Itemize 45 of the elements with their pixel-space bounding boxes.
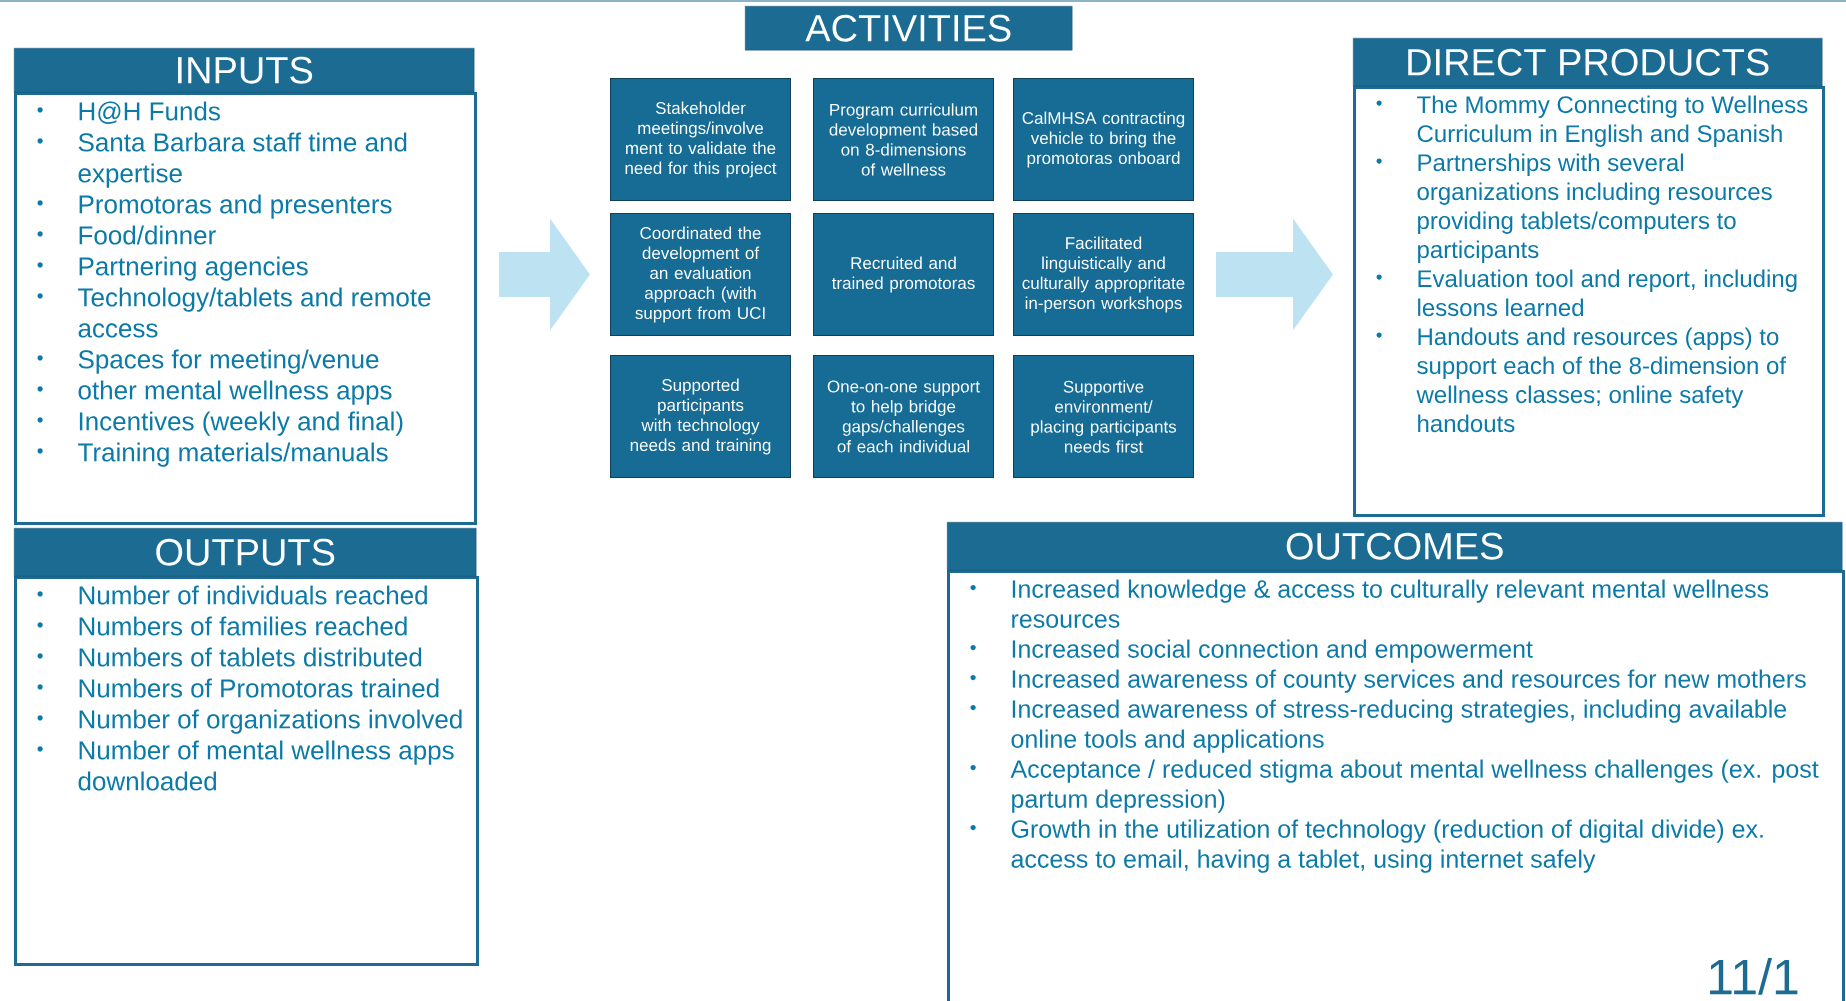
- activity-box: CalMHSA contracting vehicle to bring the promotoras onboard: [1013, 78, 1194, 201]
- activity-box: Supportive environment/ placing participants needs first: [1013, 355, 1194, 478]
- bullet-item: Evaluation tool and report, including lessons learned: [1376, 269, 1797, 317]
- bullet-item: Numbers of Promotoras trained: [37, 678, 439, 698]
- bullet-item: The Mommy Connecting to Wellness Curriculum in English and Spanish: [1376, 95, 1808, 147]
- panel: [14, 48, 477, 525]
- activity-box: Recruited and trained promotoras: [813, 213, 994, 336]
- page-number: 11/1: [1710, 958, 1798, 995]
- bullet-item: H@H Funds: [37, 101, 220, 124]
- panel: [947, 522, 1846, 1001]
- activity-box: Program curriculum development based on 8-dimensions of wellness: [813, 78, 994, 201]
- bullet-item: Incentives (weekly and final): [37, 411, 403, 436]
- bullet-item: Growth in the utilization of technology (reduction of digital divide) ex. access to email, having a tablet, using internet safely: [970, 819, 1763, 873]
- bullet-item: Increased social connection and empowerment: [970, 639, 1533, 663]
- bullet-item: Partnering agencies: [37, 256, 308, 281]
- bullet-item: Numbers of families reached: [37, 616, 407, 636]
- bullet-item: Spaces for meeting/venue: [37, 349, 379, 374]
- heading-banner: OUTCOMES: [947, 522, 1843, 571]
- heading-banner: OUTPUTS: [14, 528, 477, 577]
- bullet-item: Number of individuals reached: [37, 585, 427, 605]
- bullet-item: Santa Barbara staff time and expertise: [37, 132, 407, 188]
- bullet-item: other mental wellness apps: [37, 380, 392, 405]
- bullet-item: Promotoras and presenters: [37, 194, 392, 219]
- activity-box: Supported participants with technology needs and training: [610, 355, 791, 478]
- activity-box: Stakeholder meetings/involve ment to validate the need for this project: [610, 78, 791, 201]
- heading-banner: ACTIVITIES: [745, 6, 1073, 51]
- bullet-item: Increased awareness of county services and resources for new mothers: [970, 669, 1806, 693]
- heading-banner: INPUTS: [14, 48, 475, 93]
- bullet-item: Number of mental wellness apps downloaded: [37, 740, 454, 791]
- bullet-item: Number of organizations involved: [37, 709, 462, 734]
- bullet-item: Acceptance / reduced stigma about mental wellness challenges (ex. post partum depression): [970, 759, 1819, 813]
- panel: [14, 528, 479, 966]
- bullet-item: Training materials/manuals: [37, 442, 388, 467]
- activity-box: Facilitated linguistically and culturally appropritate in-person workshops: [1013, 213, 1194, 336]
- activity-box: Coordinated the development of an evaluation approach (with support from UCI: [610, 213, 791, 336]
- bullet-item: Food/dinner: [37, 225, 216, 245]
- bullet-item: Increased awareness of stress-reducing strategies, including available online tools and applications: [970, 699, 1787, 753]
- activity-box: One-on-one support to help bridge gaps/challenges of each individual: [813, 355, 994, 478]
- bullet-item: Handouts and resources (apps) to support each of the 8-dimension of wellness classes; online safety handouts: [1376, 327, 1787, 433]
- heading-banner: DIRECT PRODUCTS: [1353, 38, 1823, 87]
- bullet-item: Increased knowledge & access to culturally relevant mental wellness resources: [970, 579, 1769, 628]
- bullet-item: Partnerships with several organizations including resources providing tablets/computers to participants: [1376, 153, 1772, 263]
- bullet-item: Numbers of tablets distributed: [37, 647, 422, 667]
- panel: [1353, 38, 1826, 517]
- bullet-item: Technology/tablets and remote access: [37, 287, 431, 338]
